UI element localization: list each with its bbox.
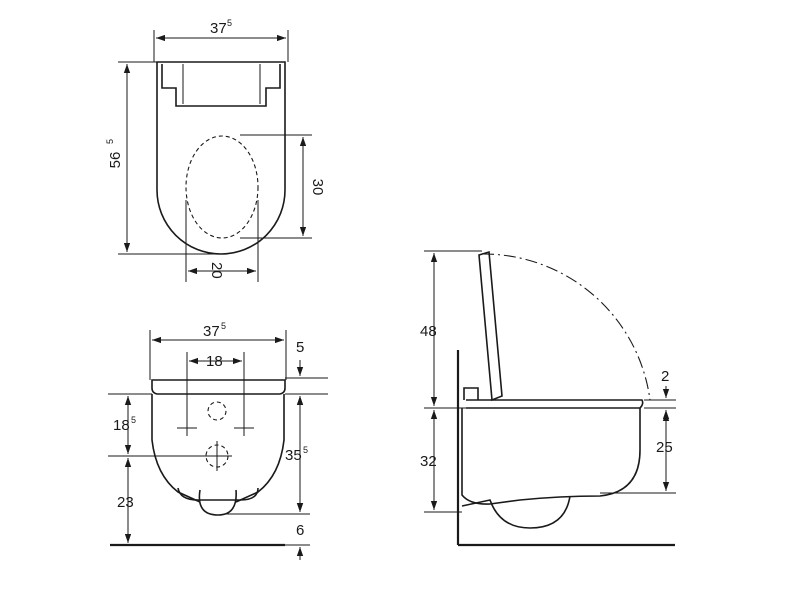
front-upper-bolt-value: 18 [113,417,130,434]
top-opening-width-value: 20 [208,262,225,279]
top-bowl-opening [185,135,259,239]
front-width-value: 37 [203,323,220,340]
top-length-value: 56 [107,152,124,169]
top-opening-height-value: 30 [309,179,326,196]
front-bottom-gap-value: 6 [296,522,304,539]
front-height-sup: 5 [303,445,308,455]
front-floor-bolt-value: 23 [117,494,134,511]
top-bowl-outline [156,61,286,255]
front-view: 37 5 18 5 18 5 23 35 5 6 [108,321,328,560]
front-height-value: 35 [285,447,302,464]
side-lid-swing-arc [481,253,651,401]
front-outlet [177,487,259,516]
front-upper-bolt-sup: 5 [131,415,136,425]
front-bowl-body [151,394,285,503]
top-length-sup: 5 [105,139,115,144]
front-bolt-spacing-value: 18 [206,353,223,370]
side-outlet [461,495,571,529]
top-view: 37 5 56 5 30 20 [105,18,326,282]
side-lid [478,250,503,402]
top-width-sup: 5 [227,18,232,28]
front-seat-thickness-value: 5 [296,339,304,356]
top-hinge-block [161,64,281,107]
side-hinge [463,387,479,400]
side-mount-height-value: 32 [420,453,437,470]
front-upper-hole [207,401,227,421]
side-seat-gap-value: 2 [661,368,669,385]
top-width-value: 37 [210,20,227,37]
front-seat [151,379,286,395]
front-width-sup: 5 [221,321,226,331]
side-seat [466,399,644,409]
side-bowl-height-value: 25 [656,439,673,456]
side-view: 48 32 2 25 [420,250,676,547]
side-lid-height-value: 48 [420,323,437,340]
side-bowl-body [461,408,641,505]
